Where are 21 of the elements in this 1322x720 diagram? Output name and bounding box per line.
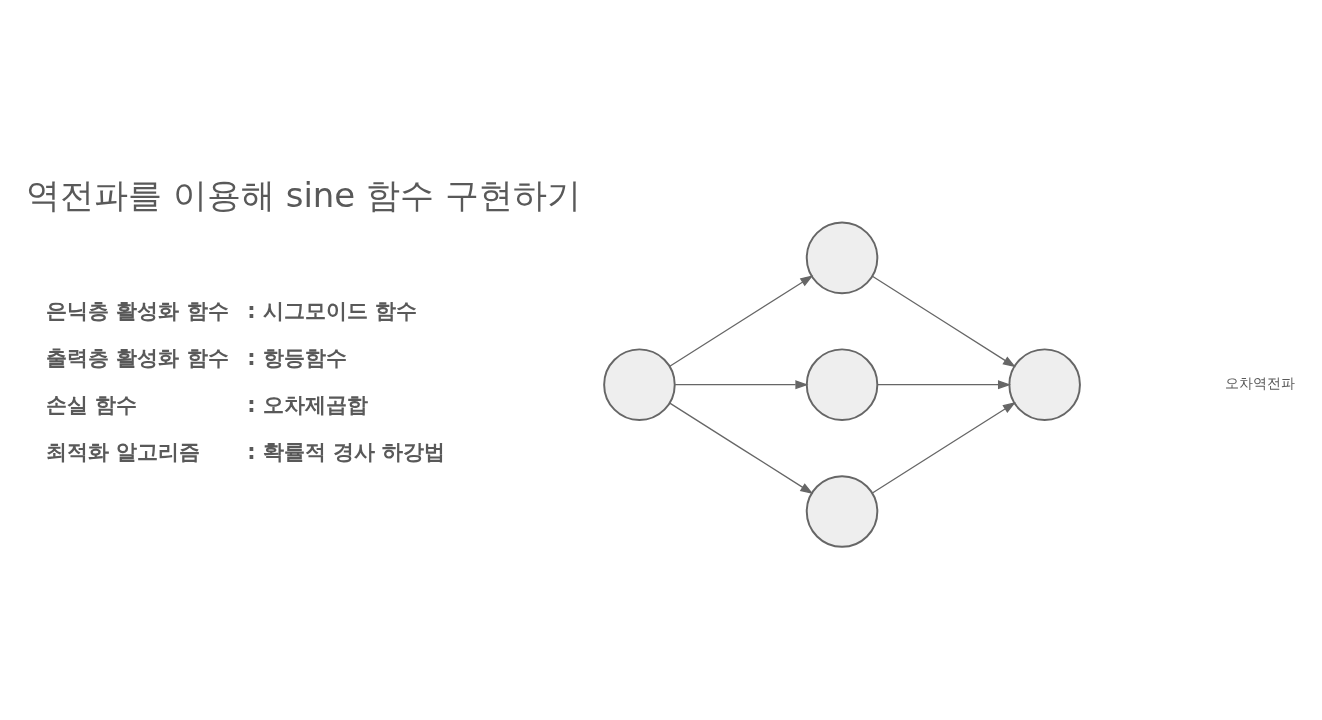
node-circle [1008, 347, 1081, 421]
arrow [669, 401, 814, 494]
label: : 항등함수 [247, 345, 347, 370]
arrow [674, 379, 809, 389]
node-circle [805, 221, 879, 294]
arrow [877, 379, 1012, 389]
label: 최적화 알고리즘 [45, 439, 201, 464]
node-circle [603, 347, 676, 421]
arrow [669, 274, 814, 367]
label: 은닉층 활성화 함수 [45, 298, 229, 323]
diagram-title: 역전파를 이용해 sine 함수 구현하기 [26, 174, 581, 215]
label: 출력층 활성화 함수 [45, 345, 229, 370]
arrow [871, 401, 1016, 494]
label: 손실 함수 [45, 392, 138, 417]
label: : 시그모이드 함수 [247, 298, 418, 323]
label: : 확률적 경사 하강법 [247, 439, 446, 464]
node-circle [805, 347, 879, 421]
label: : 오차제곱합 [247, 392, 368, 417]
label: 오차역전파 [1224, 374, 1295, 391]
arrow [871, 275, 1016, 367]
node-circle [805, 474, 879, 548]
